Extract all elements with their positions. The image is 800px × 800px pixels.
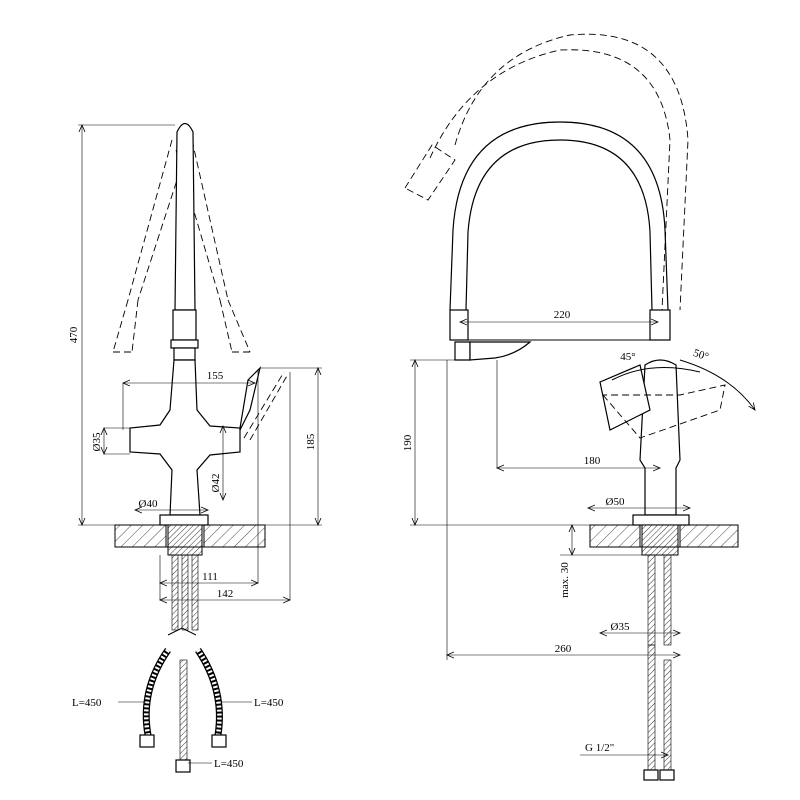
spout-ring xyxy=(170,339,199,349)
dim-base-dia: Ø40 xyxy=(139,498,158,510)
dim-111: 111 xyxy=(202,571,218,583)
lever-handle xyxy=(239,366,262,431)
dim-inlet-dia: Ø35 xyxy=(91,432,103,451)
mount-nut-right xyxy=(641,524,679,556)
base-plate xyxy=(159,514,209,526)
dim-handle-reach: 155 xyxy=(207,370,224,382)
spout-ring-2 xyxy=(173,347,196,361)
lever-alt-front xyxy=(602,384,726,439)
side-view-faucet xyxy=(112,122,289,526)
right-dimensions xyxy=(410,322,690,755)
dim-angle-45: 45° xyxy=(620,351,635,363)
hoses-below-left xyxy=(171,554,199,631)
dim-overall-depth: 260 xyxy=(555,643,572,655)
lever-front xyxy=(599,364,651,431)
hose-left-label: L=450 xyxy=(72,697,102,709)
dim-spout-height: 190 xyxy=(402,434,414,451)
body-column xyxy=(639,359,681,516)
spout-head-right xyxy=(649,309,671,341)
spout-center xyxy=(174,122,196,311)
dim-base-dia-right: Ø50 xyxy=(606,496,625,508)
dim-max-thickness: max. 30 xyxy=(559,562,571,598)
dim-body-dia: Ø42 xyxy=(210,474,222,493)
spout-head-left xyxy=(449,309,469,341)
dim-142: 142 xyxy=(217,588,234,600)
spout-alt-left xyxy=(112,139,191,353)
spout-arch-outer xyxy=(449,121,669,311)
dim-spout-reach: 180 xyxy=(584,455,601,467)
angle-arc-50 xyxy=(679,359,755,410)
dim-angle-50: 50° xyxy=(692,347,710,363)
lever-alt xyxy=(243,371,289,441)
hose-assembly xyxy=(139,647,227,773)
dim-total-height: 470 xyxy=(68,326,80,343)
left-dimensions xyxy=(78,125,322,600)
spout-collar xyxy=(172,309,197,341)
spray-head xyxy=(454,341,471,361)
spout-arch-inner xyxy=(465,139,653,311)
spray-nozzle xyxy=(469,341,532,361)
hose-center-label: L=450 xyxy=(214,758,244,770)
break-mark xyxy=(167,627,197,636)
angle-arc-45 xyxy=(611,367,701,381)
mount-nut-left xyxy=(167,524,203,556)
spout-raised xyxy=(429,33,689,311)
spout-alt-right xyxy=(175,139,251,353)
hose-right-label: L=450 xyxy=(254,697,284,709)
hoses-below-right xyxy=(643,554,675,781)
dim-counter-height: 185 xyxy=(305,433,317,450)
dim-thread: G 1/2" xyxy=(585,742,614,754)
base-plate-right xyxy=(632,514,690,526)
dim-shank-dia: Ø35 xyxy=(611,621,630,633)
front-view-faucet xyxy=(404,33,755,526)
spout-raised-head xyxy=(404,144,456,201)
dim-spout-width: 220 xyxy=(554,309,571,321)
